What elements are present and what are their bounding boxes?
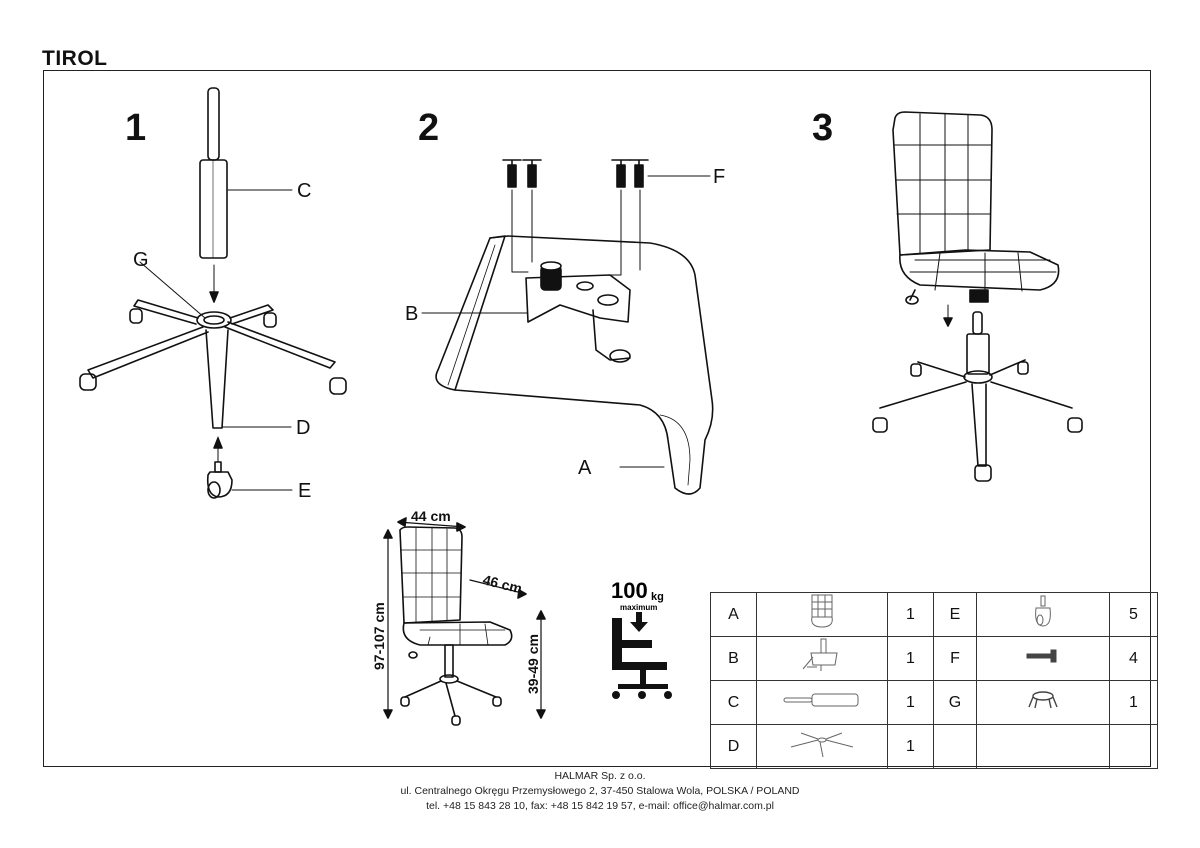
footer-contact: tel. +48 15 843 28 10, fax: +48 15 842 1… <box>426 800 774 812</box>
footer-company: HALMAR Sp. z o.o. <box>554 770 646 782</box>
part-quantity: 1 <box>887 592 934 637</box>
empty-cell <box>933 724 977 769</box>
footer: HALMAR Sp. z o.o. ul. Centralnego Okręgu… <box>0 769 1200 814</box>
dimension-height: 97-107 cm <box>371 602 387 670</box>
seat-drawing <box>435 235 714 495</box>
label-f: F <box>713 166 725 188</box>
screw-icon <box>976 636 1110 681</box>
step-1-number: 1 <box>125 107 147 149</box>
part-code: E <box>933 592 977 637</box>
part-quantity: 1 <box>1109 680 1158 725</box>
cover-ring-icon <box>976 680 1110 725</box>
empty-cell <box>1109 724 1158 769</box>
part-quantity: 5 <box>1109 592 1158 637</box>
gas-lift-drawing <box>199 87 293 303</box>
assembled-chair-drawing <box>872 111 1083 482</box>
label-a: A <box>578 457 592 479</box>
label-c: C <box>297 180 311 202</box>
dimension-seat-height: 39-49 cm <box>525 634 541 694</box>
star-base-icon <box>756 724 888 769</box>
part-code: F <box>933 636 977 681</box>
label-e: E <box>298 480 311 502</box>
footer-address: ul. Centralnego Okręgu Przemysłowego 2, … <box>400 785 800 797</box>
table-row: D 1 <box>710 724 1158 769</box>
part-code: B <box>710 636 757 681</box>
part-quantity: 1 <box>887 724 934 769</box>
label-g: G <box>133 249 149 271</box>
load-unit: kg <box>651 591 664 603</box>
load-capacity-icon <box>612 612 672 699</box>
gas-lift-icon <box>756 680 888 725</box>
step-2-number: 2 <box>418 107 440 149</box>
part-quantity: 4 <box>1109 636 1158 681</box>
dimension-depth: 46 cm <box>481 571 523 596</box>
table-row: B 1 F 4 <box>710 636 1158 681</box>
part-quantity: 1 <box>887 636 934 681</box>
dimension-chair-drawing <box>383 517 546 726</box>
castor-drawing <box>206 436 293 499</box>
castor-icon <box>976 592 1110 637</box>
label-b: B <box>405 303 418 325</box>
part-code: C <box>710 680 757 725</box>
star-base-drawing <box>79 261 347 429</box>
parts-table: A 1 E 5 B 1 F 4 C 1 G 1 D <box>710 592 1158 769</box>
mechanism-icon <box>756 636 888 681</box>
chair-seat-icon <box>756 592 888 637</box>
part-code: G <box>933 680 977 725</box>
mechanism-drawing <box>421 261 631 363</box>
dimension-width: 44 cm <box>411 508 451 524</box>
load-note: maximum <box>620 603 657 612</box>
table-row: C 1 G 1 <box>710 680 1158 725</box>
part-code: D <box>710 724 757 769</box>
document-title: TIROL <box>42 47 108 70</box>
part-code: A <box>710 592 757 637</box>
load-value: 100 <box>611 578 648 603</box>
screws-drawing <box>502 159 711 276</box>
empty-cell <box>976 724 1110 769</box>
step-3-number: 3 <box>812 107 834 149</box>
part-quantity: 1 <box>887 680 934 725</box>
label-d: D <box>296 417 310 439</box>
table-row: A 1 E 5 <box>710 592 1158 637</box>
instruction-frame <box>43 70 1151 767</box>
